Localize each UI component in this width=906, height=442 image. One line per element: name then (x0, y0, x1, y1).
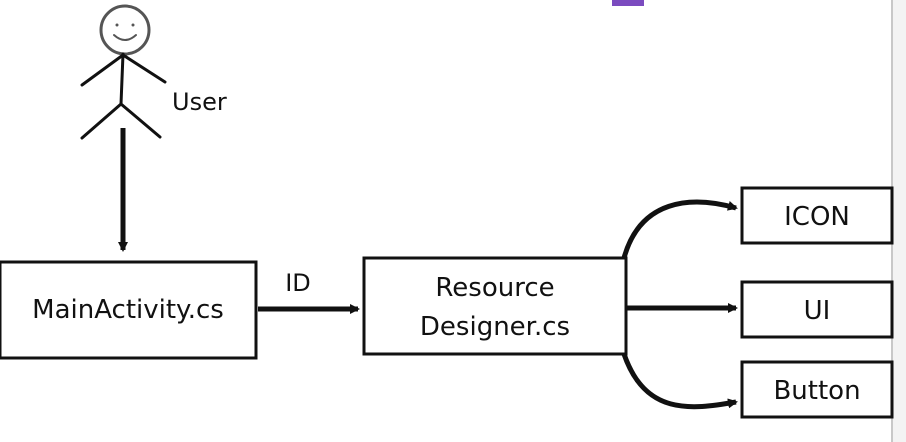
main-activity-label: MainActivity.cs (32, 295, 224, 325)
ui-label: UI (804, 296, 831, 326)
resource-designer-box (362, 256, 628, 356)
ui-box (740, 280, 894, 339)
user-right-arm (121, 53, 167, 84)
arrow-to-icon (621, 199, 738, 259)
top-bar-accent (612, 0, 644, 6)
icon-label: ICON (784, 202, 850, 232)
icon-box (740, 186, 894, 245)
arrow-to-button (621, 353, 738, 410)
user-smile (113, 34, 137, 41)
user-left-leg (80, 102, 123, 140)
user-body (119, 52, 125, 106)
user-stick-figure (80, 4, 167, 140)
user-right-leg (119, 102, 162, 139)
resource-designer-label-line2: Designer.cs (420, 312, 570, 342)
main-activity-box (0, 260, 258, 360)
user-right-eye (131, 23, 135, 27)
user-label: User (172, 88, 227, 116)
user-left-arm (80, 53, 125, 87)
user-head (99, 4, 151, 56)
right-frame-edge (892, 0, 906, 442)
id-label: ID (285, 269, 311, 297)
resource-designer-label-line1: Resource (435, 273, 554, 303)
user-left-eye (115, 23, 119, 27)
button-box (740, 360, 894, 419)
button-label: Button (773, 376, 860, 406)
